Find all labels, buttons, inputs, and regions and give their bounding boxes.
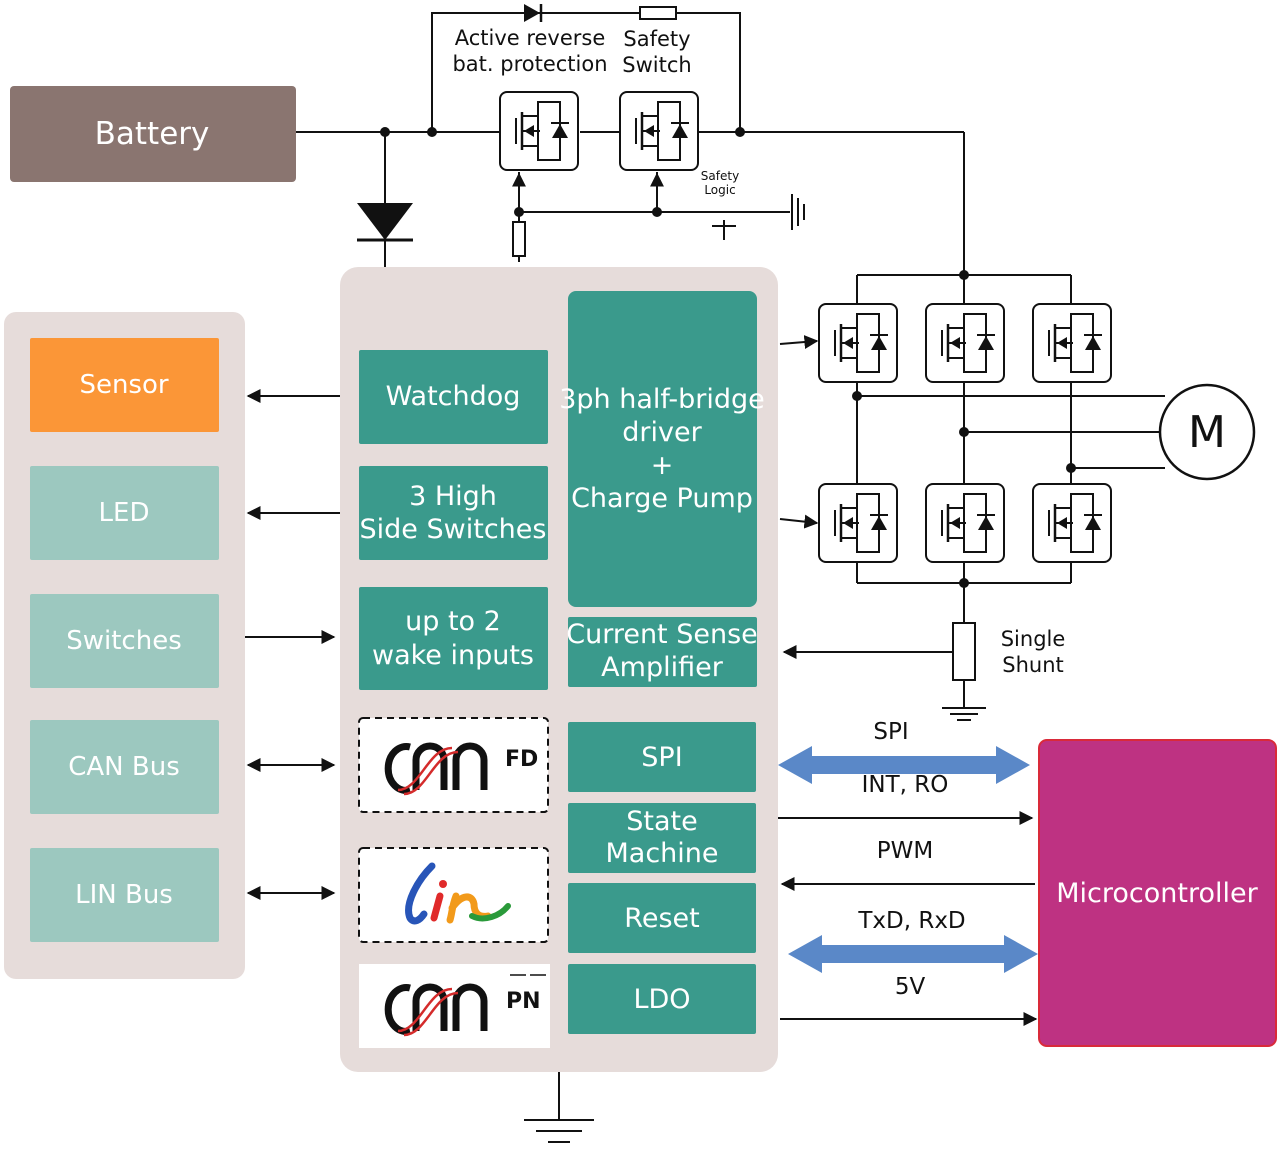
bridge-mosfet-low-3	[1031, 482, 1113, 564]
svg-text:FD: FD	[505, 747, 538, 772]
spi-block	[568, 722, 756, 792]
wake-inputs-block	[359, 587, 548, 690]
spi-block-label: SPI	[641, 742, 682, 773]
bridge-mosfet-low-1	[817, 482, 899, 564]
ldo-label: LDO	[633, 984, 690, 1015]
spi-signal-label: SPI	[873, 719, 908, 745]
int-ro-signal-label: INT, RO	[862, 772, 949, 798]
ldo-block	[568, 964, 756, 1034]
peripheral-panel: Sensor LED Switches CAN Bus LIN Bus	[4, 312, 245, 979]
lin-logo	[358, 847, 549, 943]
driver-label-2: driver	[622, 417, 702, 448]
battery-label: Battery	[95, 116, 210, 152]
driver-label-3: +	[651, 450, 674, 481]
bridge-mosfet-high-2	[924, 302, 1006, 384]
txd-rxd-signal-label: TxD, RxD	[857, 908, 965, 934]
safety-logic-label-2: Logic	[704, 183, 735, 197]
switches-label: Switches	[66, 626, 182, 656]
svg-text:PN: PN	[506, 989, 541, 1014]
watchdog-block	[359, 350, 548, 444]
can-bus-label: CAN Bus	[68, 752, 180, 782]
protection-mosfet-safety	[618, 90, 700, 172]
microcontroller-block: Microcontroller	[1038, 739, 1277, 1047]
state-machine-block	[568, 803, 756, 873]
lin-bus-label: LIN Bus	[75, 880, 173, 910]
safety-switch-label-2: Switch	[622, 53, 691, 77]
can-bus-block	[30, 720, 219, 814]
state-label-1: State	[626, 806, 697, 837]
microcontroller-label: Microcontroller	[1056, 878, 1258, 909]
high-side-label-1: 3 High	[409, 481, 497, 512]
wake-label-2: wake inputs	[372, 640, 534, 671]
wiring	[243, 4, 1165, 1143]
bridge-mosfet-high-3	[1031, 302, 1113, 384]
safety-logic-label-1: Safety	[701, 169, 739, 183]
safety-switch-label-1: Safety	[623, 27, 690, 51]
bridge-mosfet-high-1	[817, 302, 899, 384]
can-fd-logo: FD	[358, 717, 549, 813]
txd-rxd-bus-arrow	[788, 935, 1038, 973]
lin-bus-block	[30, 848, 219, 942]
csa-label-1: Current Sense	[566, 619, 758, 650]
shunt-label-1: Single	[1001, 627, 1066, 651]
reset-block	[568, 883, 756, 953]
protection-mosfet-reverse	[498, 90, 580, 172]
pwm-signal-label: PWM	[877, 838, 933, 864]
state-label-2: Machine	[605, 838, 718, 869]
active-reverse-label-1: Active reverse	[455, 26, 606, 50]
current-sense-block	[568, 617, 757, 687]
sensor-label: Sensor	[79, 370, 168, 400]
bridge-mosfet-low-2	[924, 482, 1006, 564]
can-pn-logo: PN	[359, 964, 550, 1048]
reset-label: Reset	[624, 903, 699, 934]
sensor-block	[30, 338, 219, 432]
wake-label-1: up to 2	[405, 606, 501, 637]
driver-label-1: 3ph half-bridge	[559, 384, 765, 415]
switches-block	[30, 594, 219, 688]
watchdog-label: Watchdog	[386, 381, 521, 412]
spi-bus-arrow	[778, 746, 1030, 784]
led-block	[30, 466, 219, 560]
high-side-switches-block	[359, 466, 548, 560]
motor-label: M	[1188, 407, 1226, 458]
motor: M	[1158, 383, 1256, 481]
driver-label-4: Charge Pump	[571, 483, 753, 514]
battery-block: Battery	[10, 86, 296, 182]
active-reverse-label-2: bat. protection	[452, 52, 607, 76]
high-side-label-2: Side Switches	[360, 514, 547, 545]
half-bridge-driver-block	[568, 291, 757, 607]
csa-label-2: Amplifier	[601, 652, 724, 683]
5v-signal-label: 5V	[895, 974, 926, 1000]
led-label: LED	[99, 498, 150, 528]
ic-panel: Watchdog 3 High Side Switches up to 2 wa…	[340, 267, 778, 1072]
shunt-label-2: Shunt	[1002, 653, 1064, 677]
